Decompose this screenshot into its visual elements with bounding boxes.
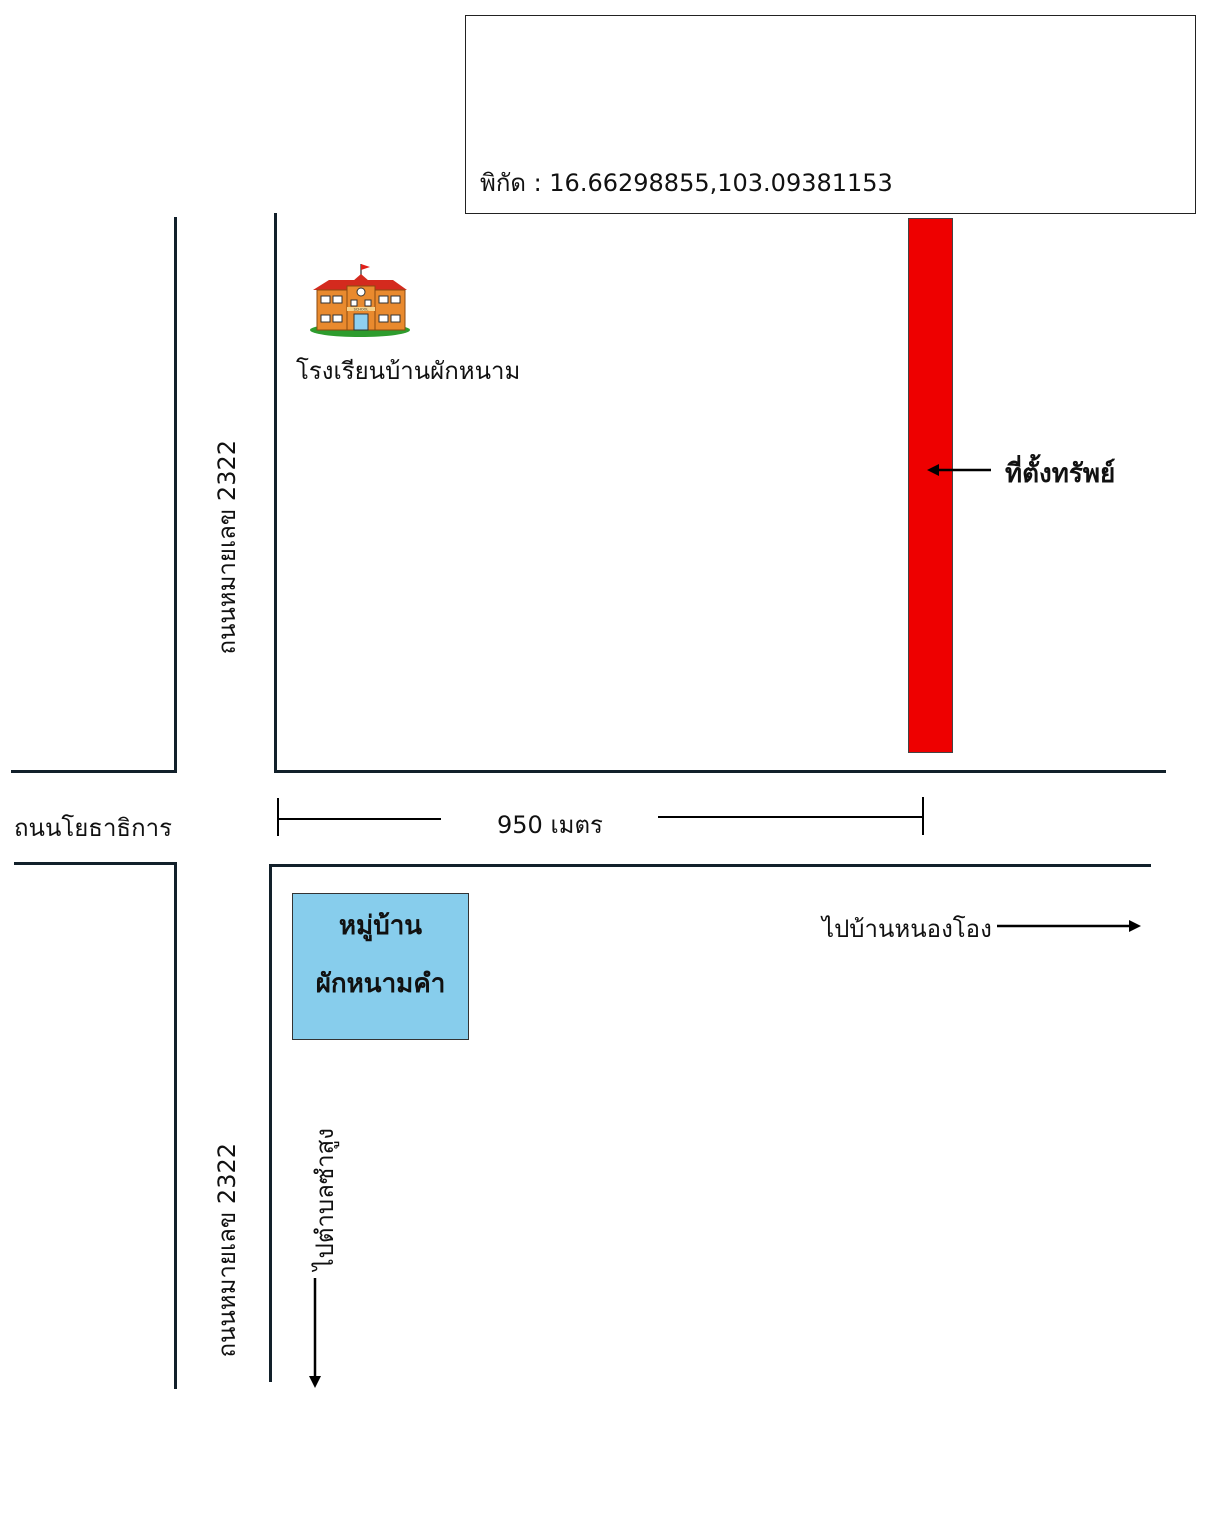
cross-road-label: ถนนโยธาธิการ xyxy=(14,814,172,842)
arrow-left-icon xyxy=(927,464,991,476)
direction-east-label: ไปบ้านหนองโอง xyxy=(822,915,992,943)
cross-road-south-edge-west xyxy=(14,862,177,865)
highway-east-edge-south xyxy=(269,864,272,1382)
school-sign-text: SCHOOL xyxy=(354,308,369,312)
village-box: หมู่บ้าน ผักหนามคำ xyxy=(292,893,469,1040)
highway-label-north: ถนนหมายเลข 2322 xyxy=(213,440,241,655)
highway-west-edge-north xyxy=(174,217,177,772)
arrow-down-icon xyxy=(309,1278,321,1388)
coordinate-text: พิกัด : 16.66298855,103.09381153 xyxy=(480,169,893,197)
arrow-right-icon xyxy=(997,920,1141,932)
school-label: โรงเรียนบ้านผักหนาม xyxy=(296,357,521,385)
property-plot xyxy=(908,218,953,753)
distance-label: 950 เมตร xyxy=(497,811,603,839)
highway-label-south: ถนนหมายเลข 2322 xyxy=(213,1143,241,1358)
highway-east-edge-north xyxy=(274,213,277,773)
village-label-line1: หมู่บ้าน xyxy=(338,911,423,941)
coordinate-box: พิกัด : 16.66298855,103.09381153 xyxy=(465,15,1196,214)
cross-road-north-edge-west xyxy=(11,770,177,773)
cross-road-south-edge-east xyxy=(269,864,1151,867)
cross-road-north-edge-east xyxy=(274,770,1166,773)
property-label: ที่ตั้งทรัพย์ xyxy=(1005,459,1116,489)
school-building-icon: SCHOOL xyxy=(310,264,410,337)
direction-south-label: ไปตำบลซำสูง xyxy=(311,1128,339,1271)
highway-west-edge-south xyxy=(174,862,177,1389)
village-label-line2: ผักหนามคำ xyxy=(315,969,446,999)
distance-dimension-line xyxy=(277,797,924,836)
